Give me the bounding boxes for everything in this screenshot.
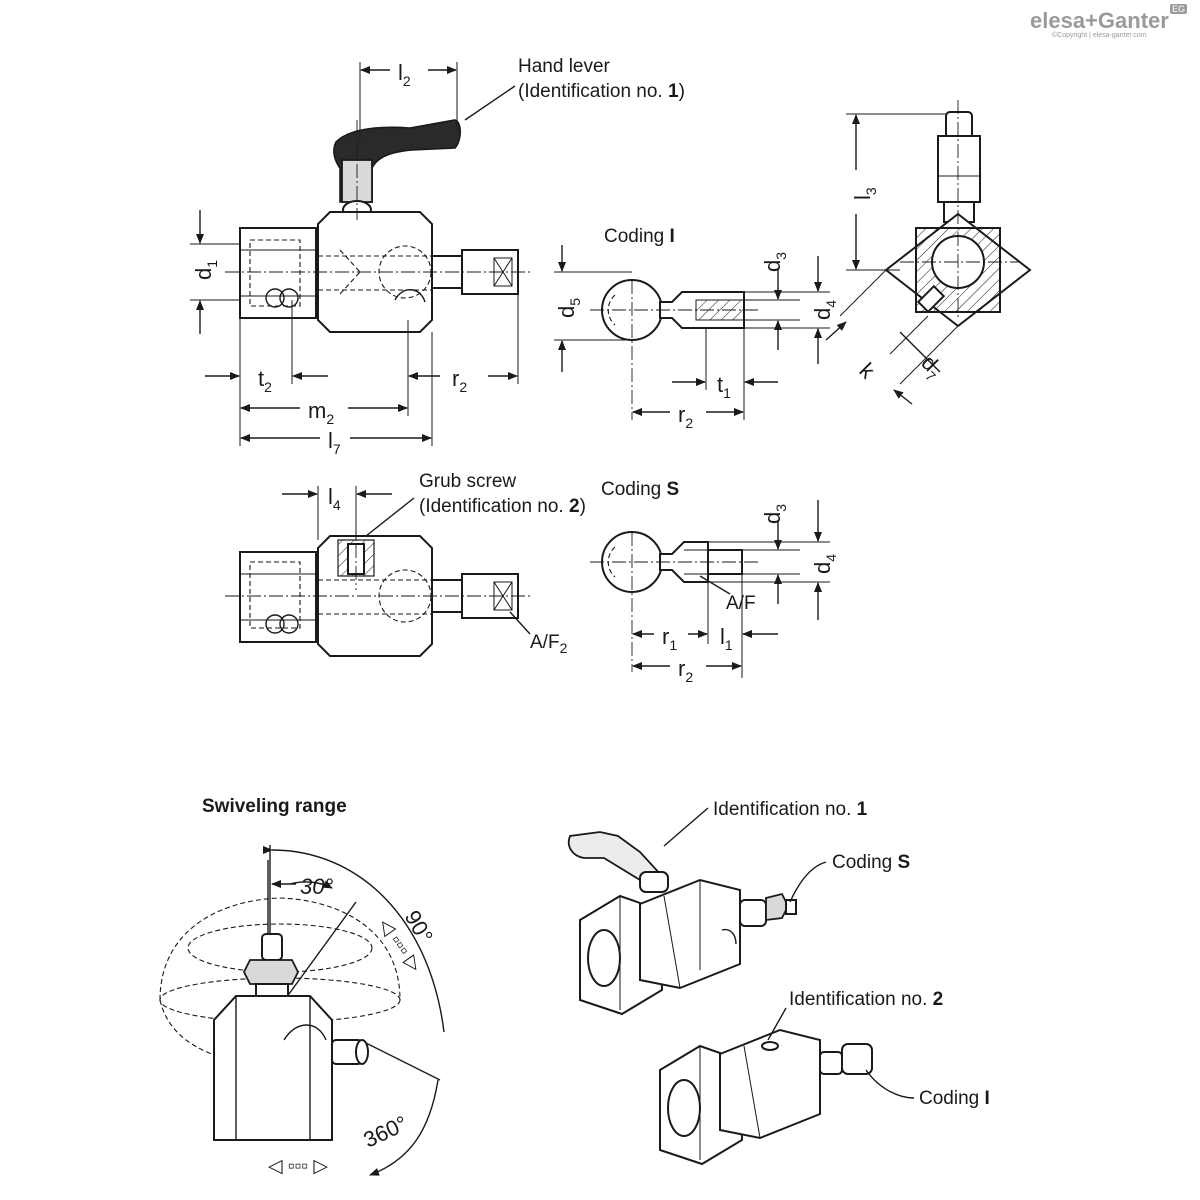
- iso-ident-1-label: Identification no. 1: [713, 799, 868, 820]
- logo-wordmark: elesa+Ganter: [1030, 8, 1169, 33]
- dim-d7: d7: [914, 350, 949, 385]
- dim-d1: d1: [191, 260, 220, 280]
- iso-body: [639, 878, 741, 990]
- grub-screw-label: Grub screw: [419, 471, 516, 492]
- dim-r2-coding-i: r2: [678, 402, 693, 431]
- af-label: A/F: [726, 593, 756, 614]
- dim-m2: m2: [308, 398, 334, 427]
- coding-s-title: Coding S: [601, 479, 679, 500]
- dim-d4-i: d4: [810, 300, 839, 320]
- grub-screw-id: (Identification no. 2): [419, 496, 586, 517]
- logo-badge: EG: [1170, 4, 1188, 14]
- brand-logo: elesa+Ganter ©Copyright | elesa-ganter.c…: [1030, 4, 1190, 46]
- side-section-view: l3 k d7: [825, 100, 1032, 405]
- iso-body-2: [719, 1028, 821, 1140]
- dim-t2: t2: [258, 366, 272, 395]
- isometric-view-grub-screw: Identification no. 2 Coding I: [659, 989, 990, 1166]
- coding-i-detail: Coding I d5 d3 d4 t1 r2: [554, 226, 839, 431]
- iso-ident-2-label: Identification no. 2: [789, 989, 943, 1010]
- hand-lever-label: Hand lever: [518, 56, 611, 77]
- dim-l3: l3: [850, 187, 879, 200]
- coding-i-title: Coding I: [604, 226, 675, 247]
- coding-s-detail: Coding S d3 d4 A/F r1 l1 r2: [590, 479, 839, 685]
- swiveling-range-title: Swiveling range: [202, 796, 347, 817]
- front-view-with-grub-screw: l4 Grub screw (Identification no. 2) A/F…: [225, 471, 586, 657]
- iso-coding-i-label: Coding I: [919, 1088, 990, 1109]
- logo-copyright: ©Copyright | elesa-ganter.com: [1052, 32, 1147, 39]
- dim-r2-coding-s: r2: [678, 656, 693, 685]
- dim-d5: d5: [554, 298, 583, 318]
- front-view-with-hand-lever: l2 Hand lever (Identification no. 1) d1 …: [190, 56, 685, 457]
- isometric-view-lever: Identification no. 1 Coding S: [567, 799, 910, 1016]
- dim-l2: l2: [398, 60, 411, 89]
- dim-k: k: [854, 358, 880, 384]
- hex-nut: [239, 227, 317, 319]
- swiveling-range-illustration: Swiveling range 30° 90° ◁ ▫▫▫ ▷ 360° ◁ ▫…: [159, 796, 445, 1177]
- dim-l7: l7: [328, 428, 341, 457]
- dim-l4: l4: [328, 484, 341, 513]
- dim-r2-front: r2: [452, 366, 467, 395]
- arrow-glyphs-360: ◁ ▫▫▫ ▷: [268, 1156, 328, 1177]
- angle-30-label: 30°: [300, 874, 333, 899]
- iso-coding-i-pin: [841, 1043, 873, 1075]
- dim-d4-s: d4: [810, 554, 839, 574]
- dim-t1: t1: [717, 372, 731, 401]
- iso-coding-s-label: Coding S: [832, 852, 910, 873]
- dim-d3-s: d3: [760, 504, 789, 524]
- dim-l1: l1: [720, 624, 733, 653]
- hand-lever-id: (Identification no. 1): [518, 81, 685, 102]
- dim-r1: r1: [662, 624, 677, 653]
- angle-360-label: 360°: [360, 1111, 412, 1153]
- af2-label: A/F2: [530, 632, 568, 656]
- dim-d3-i: d3: [760, 252, 789, 272]
